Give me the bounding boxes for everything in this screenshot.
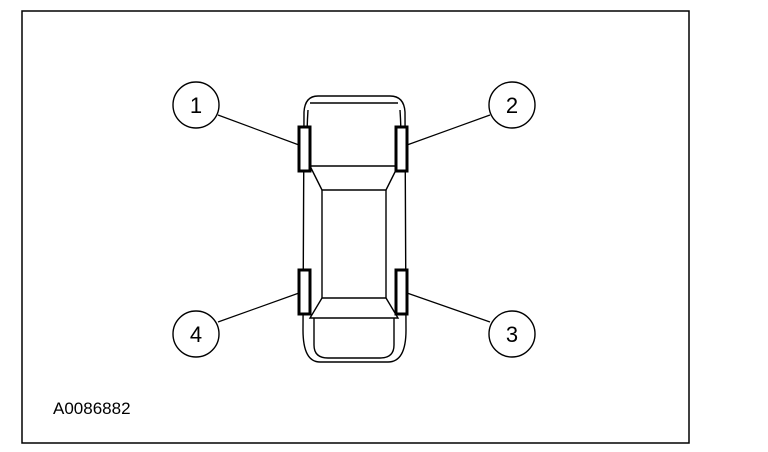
leader-lines [217, 114, 491, 323]
callout-label: 2 [506, 93, 518, 118]
wheels [297, 125, 409, 316]
callout-label: 3 [506, 322, 518, 347]
callout-4: 4 [172, 310, 220, 358]
wheel-rear-right [394, 268, 409, 316]
callout-circle [488, 81, 536, 129]
callout-circle [172, 81, 220, 129]
vehicle-outline [302, 95, 407, 363]
callout-3: 3 [488, 310, 536, 358]
wheel-front-right [394, 125, 409, 173]
callout-label: 1 [190, 93, 202, 118]
callout-label: 4 [190, 322, 202, 347]
callout-circle [172, 310, 220, 358]
callout-circle [488, 310, 536, 358]
wheel-rear-left [297, 268, 312, 316]
diagram-frame [21, 10, 690, 444]
wheel-front-left [297, 125, 312, 173]
callout-2: 2 [488, 81, 536, 129]
callout-1: 1 [172, 81, 220, 129]
figure-reference-code: A0086882 [53, 399, 131, 418]
